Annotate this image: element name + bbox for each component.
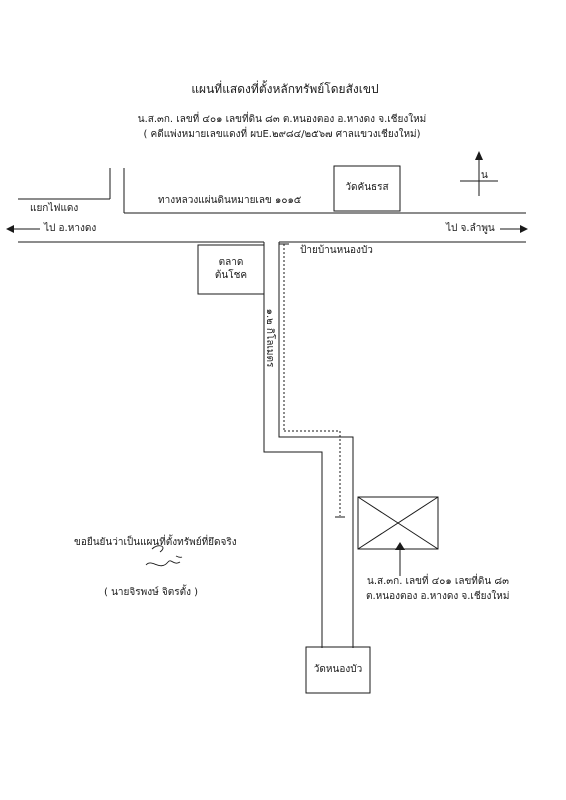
signature-mark [145,545,183,567]
temple-bottom-label: วัดหนองบัว [313,664,363,675]
temple-bottom-box [305,646,371,694]
intersection-label: แยกไฟแดง [30,203,79,214]
property-pointer-head [395,542,405,550]
case-subtitle: ( คดีแพ่งหมายเลขแดงที่ ผบE.๒๙๘๔/๒๕๖๗ ศาล… [143,129,421,140]
map-title: แผนที่แสดงที่ตั้งหลักทรัพย์โดยสังเขป [191,82,379,96]
certification-statement: ขอยืนยันว่าเป็นแผนที่ตั้งทรัพย์ที่ยึดจริ… [74,537,237,548]
parcel-subtitle: น.ส.๓ก. เลขที่ ๔๐๑ เลขที่ดิน ๘๓ ต.หนองตอ… [137,114,427,125]
village-road-right-edge [278,242,354,648]
temple-top-label: วัดคันธรส [345,182,389,193]
signer-name: ( นายจิรพงษ์ จิตรตั้ง ) [104,587,199,598]
parcel-diagonal-2 [357,496,439,550]
market-label-line1: ตลาด [218,257,244,268]
property-caption-line2: ต.หนองตอง อ.หางดง จ.เชียงใหม่ [366,591,510,602]
distance-label: ๑.๒ กิโลเมตร [264,308,275,368]
highway-label: ทางหลวงแผ่นดินหมายเลข ๑๐๑๕ [158,195,302,206]
arrow-right-head [520,225,528,233]
market-label: ตลาด ต้นโชค [198,256,264,282]
direction-left-label: ไป อ.หางดง [44,223,97,234]
market-box [197,244,265,295]
village-sign-label: ป้ายบ้านหนองบัว [300,245,373,256]
north-label: น [481,170,488,181]
north-arrow-head [475,151,483,160]
village-road-left-edge [263,242,323,648]
temple-top-box [333,165,401,212]
distance-indicator [283,244,341,516]
arrow-left-head [6,225,14,233]
direction-right-label: ไป จ.ลำพูน [446,223,495,234]
property-caption-line1: น.ส.๓ก. เลขที่ ๔๐๑ เลขที่ดิน ๘๓ [367,576,509,587]
market-label-line2: ต้นโชค [214,270,248,281]
